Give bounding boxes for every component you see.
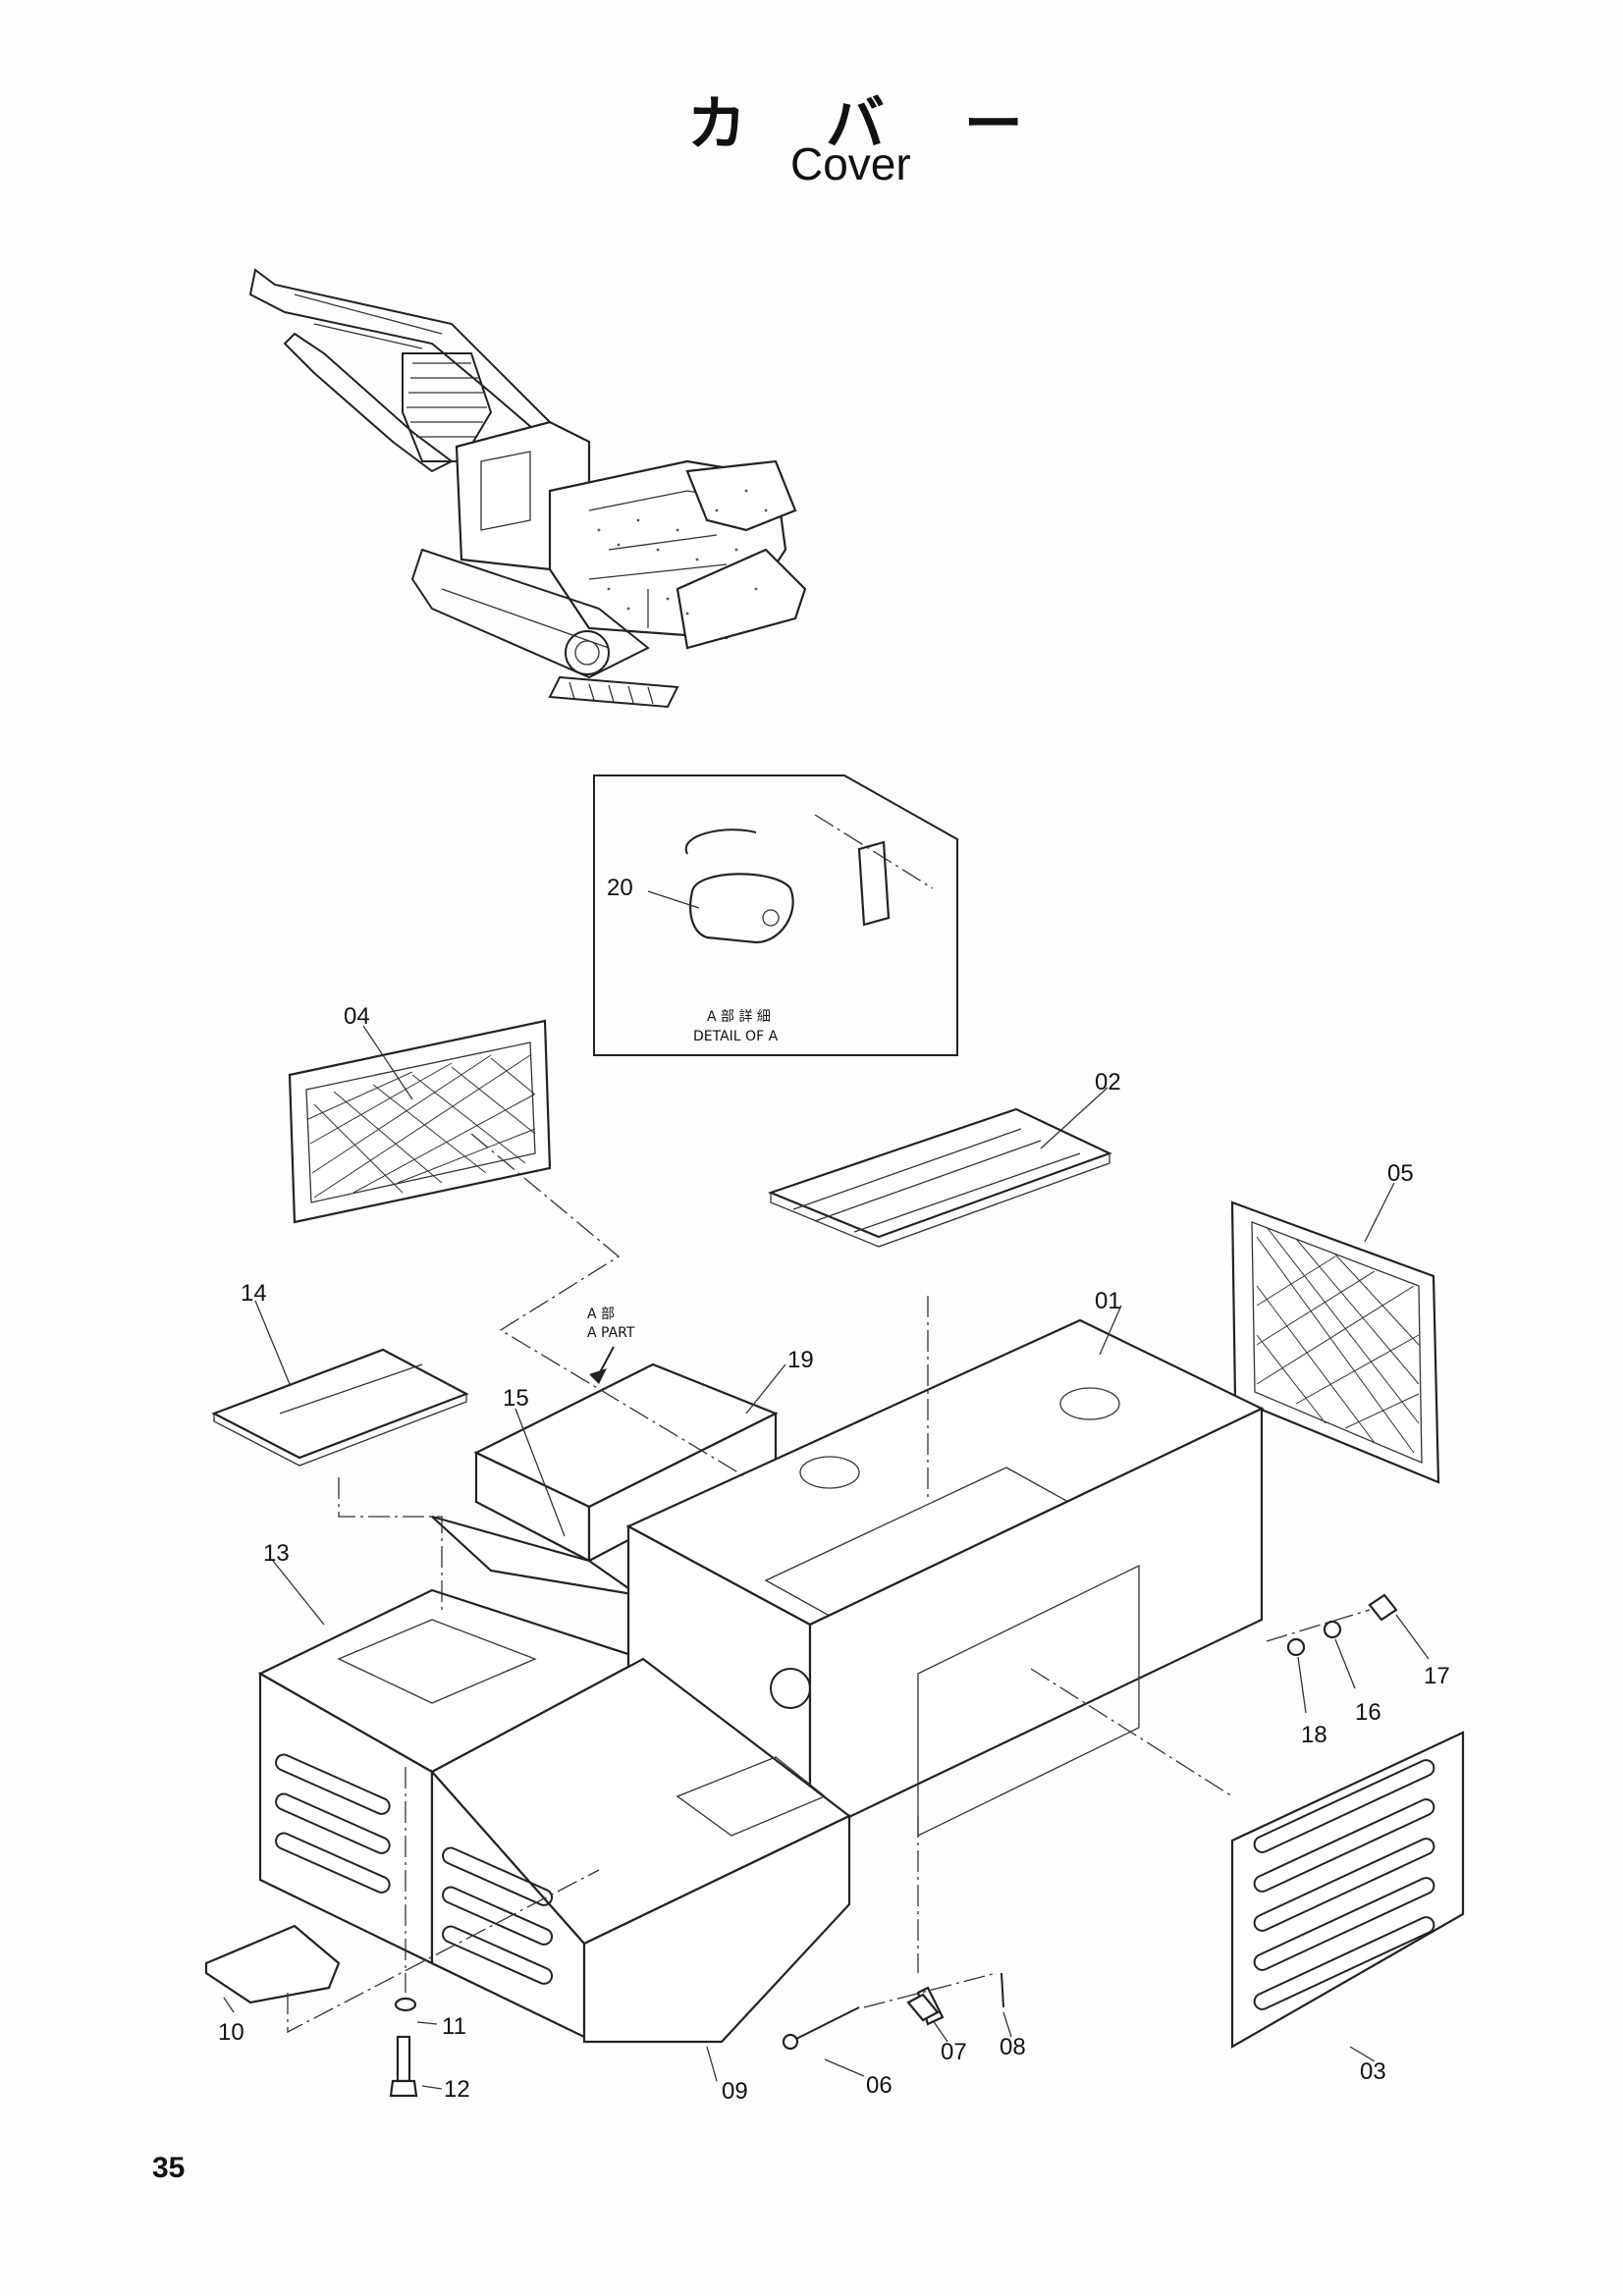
a-part-indicator: A 部 A PART: [587, 1307, 635, 1384]
detail-a-label-japanese: A 部 詳 細: [707, 1009, 771, 1025]
hardware-parts: [389, 1593, 1398, 2098]
callout-04: 04: [344, 1003, 370, 1030]
callout-17: 17: [1424, 1663, 1450, 1689]
callout-05: 05: [1387, 1160, 1414, 1187]
page-title-japanese: カ バ ー: [687, 90, 1053, 159]
callout-11: 11: [442, 2013, 466, 2040]
part-05-mesh-grille-right: [1230, 1201, 1440, 1484]
callout-15: 15: [503, 1385, 529, 1412]
callout-02: 02: [1095, 1069, 1121, 1095]
callout-07: 07: [941, 2039, 967, 2065]
assembly-guide-lines: [287, 1133, 1371, 2034]
callout-14: 14: [241, 1280, 267, 1307]
part-03-louvered-panel: [1230, 1731, 1465, 2049]
callout-16: 16: [1355, 1699, 1381, 1726]
callout-03: 03: [1360, 2058, 1386, 2085]
a-part-label-english: A PART: [587, 1325, 635, 1341]
callout-01: 01: [1095, 1288, 1121, 1314]
excavator-overview-illustration: [248, 268, 807, 709]
part-01-main-housing: [625, 1318, 1265, 1838]
callout-numbers: 01 02 03 04 05 06 07 08 09 10 11 12 13 1…: [218, 875, 1450, 2105]
callout-08: 08: [1000, 2034, 1026, 2060]
part-04-mesh-grille: [288, 1019, 552, 1224]
part-09-front-housing: [430, 1657, 852, 2044]
page-title-english: Cover: [790, 138, 911, 189]
callout-18: 18: [1301, 1722, 1327, 1748]
callout-06: 06: [866, 2072, 893, 2099]
callout-19: 19: [787, 1347, 814, 1373]
callout-10: 10: [218, 2019, 244, 2046]
part-02-top-plate: [767, 1107, 1112, 1248]
page-number: 35: [152, 2152, 186, 2184]
detail-a-label-english: DETAIL OF A: [693, 1029, 779, 1044]
part-10-small-plate: [204, 1924, 341, 2004]
leader-lines: [223, 890, 1430, 2090]
part-14-small-cover: [211, 1348, 469, 1467]
callout-09: 09: [722, 2078, 748, 2105]
callout-13: 13: [263, 1540, 290, 1567]
detail-a-box: A 部 詳 細 DETAIL OF A: [593, 774, 958, 1056]
a-part-label-japanese: A 部: [587, 1307, 615, 1322]
part-13-left-housing: [257, 1588, 646, 1965]
callout-20: 20: [607, 875, 633, 901]
callout-12: 12: [444, 2076, 470, 2103]
